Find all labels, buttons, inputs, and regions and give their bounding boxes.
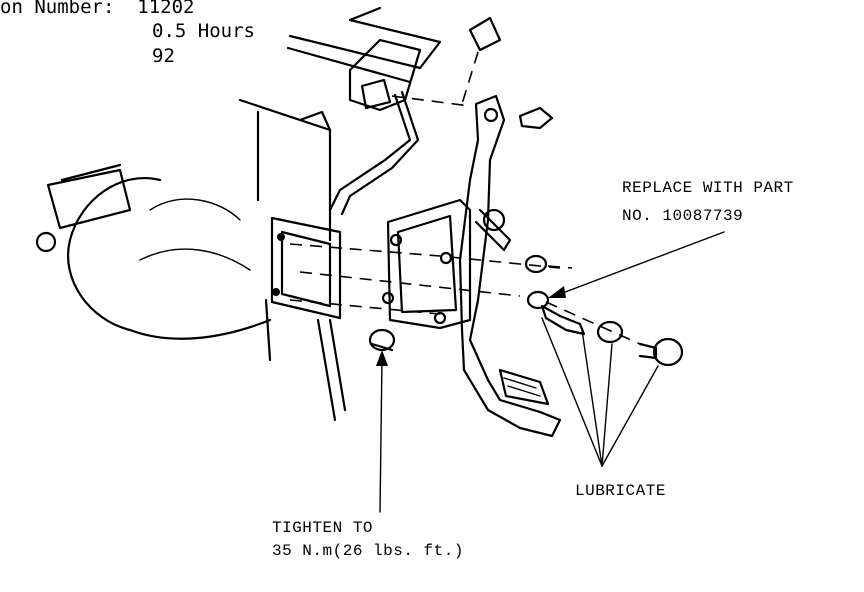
operation-number: on Number: 11202 bbox=[0, 0, 195, 18]
labor-time: 0.5 Hours bbox=[152, 20, 255, 42]
model-year: 92 bbox=[152, 45, 175, 67]
pedal-pivot bbox=[482, 208, 506, 232]
pedal-support bbox=[386, 198, 472, 330]
lubricate-leader-2 bbox=[581, 329, 603, 467]
tighten-label: TIGHTEN TO bbox=[272, 519, 374, 537]
clip-top bbox=[468, 16, 502, 52]
bushing bbox=[526, 290, 550, 310]
nut bbox=[524, 254, 548, 274]
lubricate-leader-1 bbox=[541, 317, 603, 467]
wire-harness bbox=[328, 93, 412, 212]
reservoir bbox=[46, 168, 132, 230]
pedal-pad bbox=[498, 368, 550, 406]
switch-body bbox=[360, 78, 392, 110]
replace-part-label: REPLACE WITH PART bbox=[622, 179, 794, 197]
tighten-leader bbox=[379, 357, 383, 513]
lubricate-label: LUBRICATE bbox=[575, 482, 666, 500]
replace-leader bbox=[559, 231, 725, 295]
torque-spec-label: 35 N.m(26 lbs. ft.) bbox=[272, 542, 464, 560]
fitting bbox=[35, 231, 57, 253]
brake-pedal-arm bbox=[458, 94, 562, 438]
washer bbox=[596, 320, 624, 344]
spacer-link bbox=[540, 304, 586, 336]
bulkhead-edge bbox=[238, 98, 332, 242]
upper-rail bbox=[288, 18, 442, 70]
brake-booster bbox=[67, 177, 272, 340]
part-number-label: NO. 10087739 bbox=[622, 207, 744, 225]
clevis-pin-head bbox=[652, 337, 684, 367]
mounting-plate bbox=[270, 216, 342, 320]
lubricate-leader-3 bbox=[601, 343, 613, 467]
pedal-bolt bbox=[518, 106, 554, 130]
lubricate-leader-4 bbox=[601, 365, 659, 467]
